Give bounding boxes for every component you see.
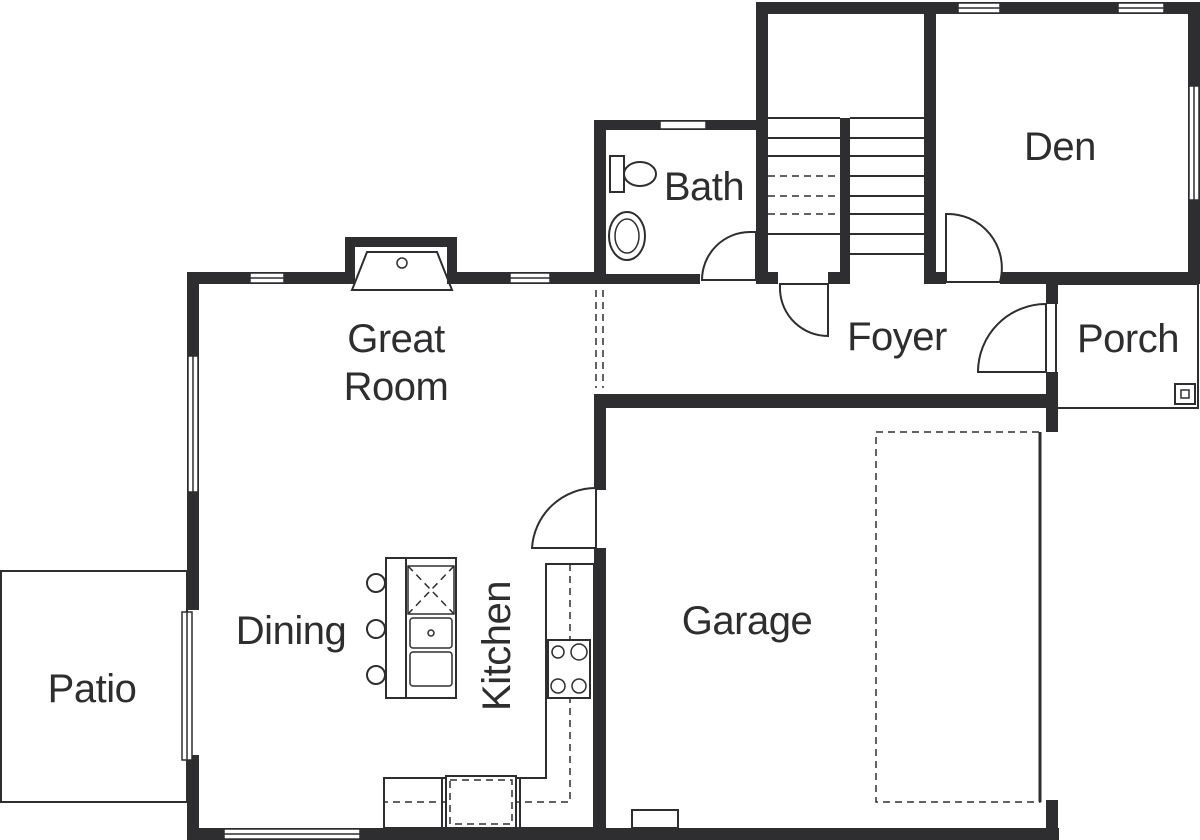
cooktop: [547, 639, 591, 699]
windows: [181, 2, 1200, 840]
room-label-great-room-line2: Room: [344, 365, 449, 409]
kitchen-counter: [383, 563, 595, 829]
room-label-bath: Bath: [664, 165, 744, 209]
bar-stools: [366, 573, 386, 685]
room-label-kitchen: Kitchen: [475, 581, 519, 711]
room-label-porch: Porch: [1077, 317, 1179, 361]
garage-step: [631, 809, 679, 829]
porch-post: [1174, 383, 1196, 405]
stairs: [768, 117, 924, 255]
room-label-dining: Dining: [236, 609, 346, 653]
walls: [187, 2, 1200, 840]
doors: [530, 212, 1047, 549]
patio-area: [0, 570, 188, 803]
kitchen-island: [385, 557, 457, 699]
room-label-patio: Patio: [48, 667, 137, 711]
bath-fixtures: [608, 155, 657, 261]
room-label-great-room-line1: Great: [347, 317, 445, 361]
room-label-den: Den: [1024, 125, 1096, 169]
fireplace: [350, 251, 454, 291]
room-label-foyer: Foyer: [847, 315, 947, 359]
garage-parking-outline: [875, 431, 1041, 803]
room-label-garage: Garage: [682, 599, 812, 643]
